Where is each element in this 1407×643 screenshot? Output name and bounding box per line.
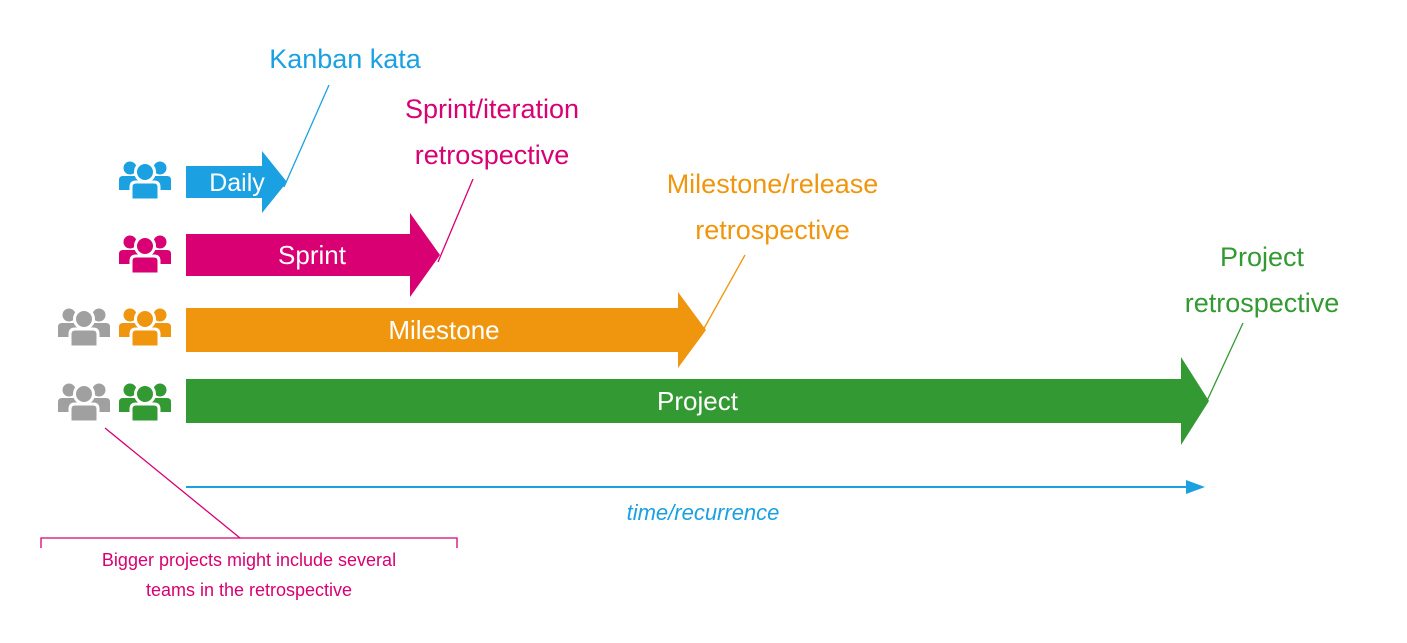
project-retro-line2: retrospective xyxy=(1184,288,1340,318)
note-line1: Bigger projects might include several xyxy=(101,550,397,570)
project-arrow-label: Project xyxy=(657,386,738,416)
sprint-arrow-label: Sprint xyxy=(278,240,346,270)
milestone-arrow xyxy=(186,292,706,368)
milestone-team-icon xyxy=(117,307,173,349)
bigger-projects-note: Bigger projects might include several te… xyxy=(41,545,457,605)
project-arrow xyxy=(186,357,1209,445)
sprint-team-icon xyxy=(117,234,173,276)
note-pointer-line xyxy=(104,427,241,539)
kanban-kata-label: Kanban kata xyxy=(240,36,450,82)
time-axis-label: time/recurrence xyxy=(626,500,780,525)
milestone-extra-team-icon xyxy=(56,307,112,349)
milestone-retro-line1: Milestone/release xyxy=(666,169,879,199)
sprint-retrospective-label: Sprint/iteration retrospective xyxy=(372,86,612,178)
milestone-arrow-label: Milestone xyxy=(388,315,500,345)
sprint-retro-line1: Sprint/iteration xyxy=(404,94,580,124)
daily-team-icon xyxy=(117,160,173,202)
project-team-icon xyxy=(117,382,173,424)
milestone-leader-line xyxy=(701,254,746,333)
note-bracket xyxy=(40,537,458,548)
sprint-leader-line xyxy=(437,178,474,263)
kanban-leader-line xyxy=(283,84,330,188)
daily-arrow xyxy=(186,151,287,213)
project-retrospective-label: Project retrospective xyxy=(1162,234,1362,326)
daily-arrow-label: Daily xyxy=(209,169,265,197)
sprint-retro-line2: retrospective xyxy=(414,140,570,170)
milestone-retro-line2: retrospective xyxy=(695,215,850,245)
project-extra-team-icon xyxy=(56,382,112,424)
project-leader-line xyxy=(1205,322,1244,404)
note-line2: teams in the retrospective xyxy=(145,580,353,600)
time-axis-arrowhead xyxy=(1186,480,1205,494)
kanban-kata-text: Kanban kata xyxy=(269,44,421,74)
project-retro-line1: Project xyxy=(1219,242,1305,272)
sprint-arrow xyxy=(186,213,440,297)
milestone-retrospective-label: Milestone/release retrospective xyxy=(645,161,900,253)
